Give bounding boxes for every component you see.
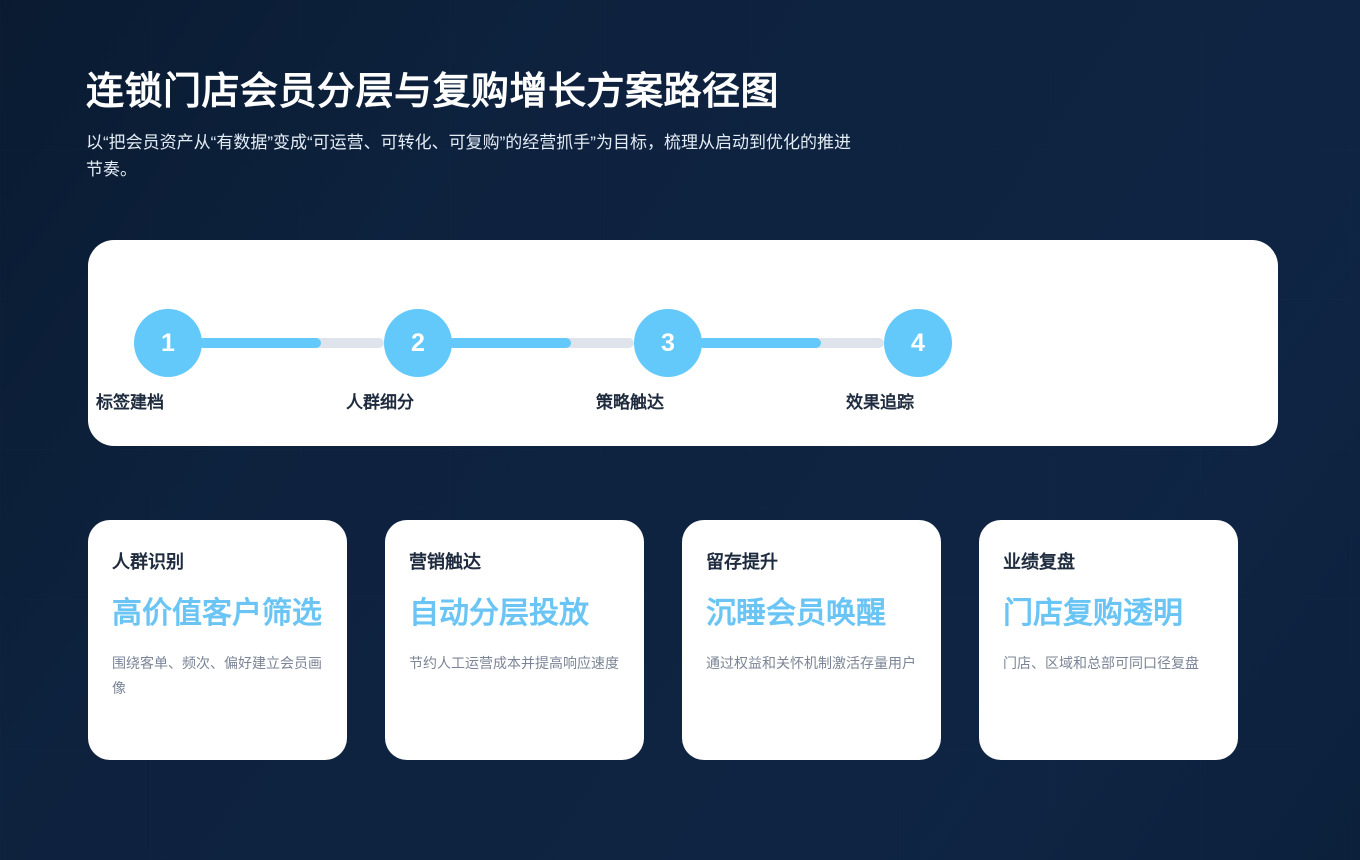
step-connector-1 [198,338,384,348]
feature-card[interactable]: 营销触达 自动分层投放 节约人工运营成本并提高响应速度 [385,520,644,760]
step-connector-fill-2 [448,338,571,348]
stepper-panel: 1 标签建档 2 人群细分 3 策略触达 [88,240,1278,446]
stepper-step-1[interactable]: 1 标签建档 [92,240,384,446]
stepper-step-3[interactable]: 3 策略触达 [592,240,884,446]
step-connector-fill-1 [198,338,321,348]
feature-card[interactable]: 人群识别 高价值客户筛选 围绕客单、频次、偏好建立会员画像 [88,520,347,760]
step-label-2: 人群细分 [346,393,414,412]
card-description: 节约人工运营成本并提高响应速度 [409,655,619,672]
card-description: 门店、区域和总部可同口径复盘 [1003,655,1199,672]
card-description: 通过权益和关怀机制激活存量用户 [706,655,916,672]
card-description: 围绕客单、频次、偏好建立会员画像 [112,655,322,696]
card-headline: 沉睡会员唤醒 [706,596,886,630]
card-kicker: 业绩复盘 [1003,552,1075,572]
step-connector-2 [448,338,634,348]
card-headline: 高价值客户筛选 [112,596,322,630]
card-kicker: 留存提升 [706,552,778,572]
step-connector-fill-3 [698,338,821,348]
stepper-track: 1 标签建档 2 人群细分 3 策略触达 [92,240,962,446]
step-number-badge-2[interactable]: 2 [384,309,452,377]
page-title: 连锁门店会员分层与复购增长方案路径图 [86,71,780,113]
step-label-3: 策略触达 [596,393,664,412]
step-number-badge-4[interactable]: 4 [884,309,952,377]
step-connector-3 [698,338,884,348]
step-label-1: 标签建档 [96,393,164,412]
stepper-step-2[interactable]: 2 人群细分 [342,240,634,446]
step-number-badge-1[interactable]: 1 [134,309,202,377]
stepper-step-4[interactable]: 4 效果追踪 [842,240,1092,446]
card-kicker: 营销触达 [409,552,481,572]
card-kicker: 人群识别 [112,552,184,572]
card-headline: 自动分层投放 [409,596,589,630]
step-number-badge-3[interactable]: 3 [634,309,702,377]
page-subtitle: 以“把会员资产从“有数据”变成“可运营、可转化、可复购”的经营抓手”为目标，梳理… [86,132,851,180]
card-headline: 门店复购透明 [1003,596,1183,630]
feature-card[interactable]: 业绩复盘 门店复购透明 门店、区域和总部可同口径复盘 [979,520,1238,760]
header-block: 连锁门店会员分层与复购增长方案路径图 以“把会员资产从“有数据”变成“可运营、可… [86,70,906,184]
step-label-4: 效果追踪 [846,393,914,412]
feature-card-row: 人群识别 高价值客户筛选 围绕客单、频次、偏好建立会员画像 营销触达 自动分层投… [88,520,1272,760]
feature-card[interactable]: 留存提升 沉睡会员唤醒 通过权益和关怀机制激活存量用户 [682,520,941,760]
